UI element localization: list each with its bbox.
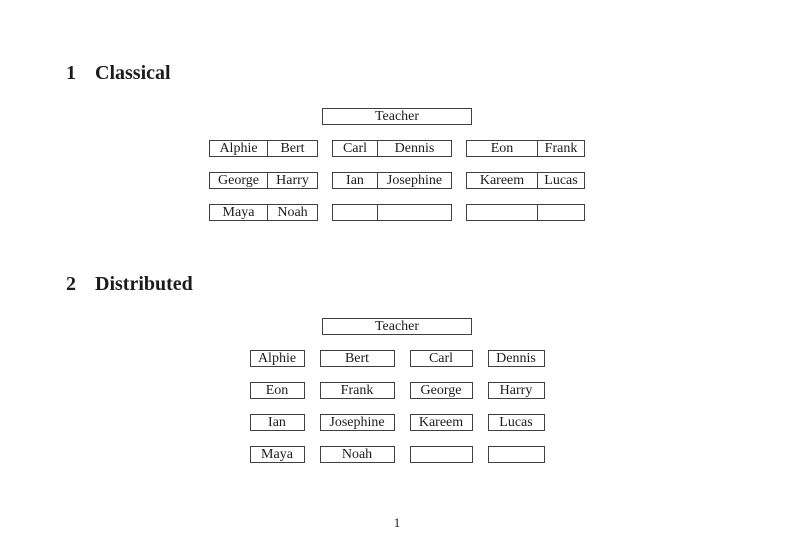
student-box: Dennis: [487, 350, 545, 367]
desk-pair-box: [466, 204, 585, 221]
teacher-box: Teacher: [322, 318, 472, 335]
student-box: Eon: [249, 382, 305, 399]
desk-pair-box: Eon Frank: [466, 140, 585, 157]
student-box: Kareem: [409, 414, 473, 431]
desk-row: Alphie Bert Carl Dennis: [249, 350, 545, 367]
classical-diagram: Teacher Alphie Bert Carl Dennis Eon Fran…: [0, 108, 794, 221]
student-box: Maya: [249, 446, 305, 463]
student-cell: Frank: [537, 141, 584, 156]
section-title: Distributed: [95, 273, 193, 295]
student-cell: Kareem: [479, 173, 525, 188]
student-cell: Carl: [342, 141, 368, 156]
student-box: Ian: [249, 414, 305, 431]
empty-cell: [333, 205, 377, 220]
section-heading-classical: 1 Classical: [66, 62, 171, 84]
empty-cell: [537, 205, 584, 220]
student-box: Lucas: [487, 414, 545, 431]
page-number: 1: [393, 515, 401, 530]
empty-cell: [377, 205, 451, 220]
section-number: 2: [66, 273, 76, 295]
desk-row: Alphie Bert Carl Dennis Eon Frank: [209, 140, 585, 157]
student-box: Frank: [319, 382, 395, 399]
student-box: Carl: [409, 350, 473, 367]
student-cell: Bert: [267, 141, 317, 156]
distributed-diagram: Teacher Alphie Bert Carl Dennis Eon Fran…: [0, 318, 794, 463]
student-cell: Alphie: [219, 141, 258, 156]
student-box: Bert: [319, 350, 395, 367]
desk-row: Maya Noah: [249, 446, 545, 463]
student-box: Josephine: [319, 414, 395, 431]
desk-row: George Harry Ian Josephine Kareem Lucas: [209, 172, 585, 189]
student-box: George: [409, 382, 473, 399]
desk-pair-box: Kareem Lucas: [466, 172, 585, 189]
desk-row: Ian Josephine Kareem Lucas: [249, 414, 545, 431]
section-heading-distributed: 2 Distributed: [66, 273, 193, 295]
student-box: Alphie: [249, 350, 305, 367]
section-title: Classical: [95, 62, 171, 84]
empty-cell: [467, 205, 537, 220]
desk-pair-box: George Harry: [209, 172, 318, 189]
desk-pair-box: Alphie Bert: [209, 140, 318, 157]
section-number: 1: [66, 62, 76, 84]
desk-pair-box: Ian Josephine: [332, 172, 452, 189]
student-box: Noah: [319, 446, 395, 463]
student-cell: Lucas: [537, 173, 584, 188]
empty-box: [487, 446, 545, 463]
empty-box: [409, 446, 473, 463]
student-cell: Harry: [267, 173, 317, 188]
student-cell: Noah: [267, 205, 317, 220]
student-box: Harry: [487, 382, 545, 399]
desk-pair-box: [332, 204, 452, 221]
desk-row: Maya Noah: [209, 204, 585, 221]
desk-pair-box: Carl Dennis: [332, 140, 452, 157]
desk-pair-box: Maya Noah: [209, 204, 318, 221]
teacher-box: Teacher: [322, 108, 472, 125]
student-cell: Dennis: [377, 141, 451, 156]
student-cell: Eon: [490, 141, 514, 156]
desk-row: Eon Frank George Harry: [249, 382, 545, 399]
student-cell: Ian: [346, 173, 364, 188]
student-cell: Josephine: [377, 173, 451, 188]
student-cell: Maya: [222, 205, 255, 220]
student-cell: George: [218, 173, 259, 188]
